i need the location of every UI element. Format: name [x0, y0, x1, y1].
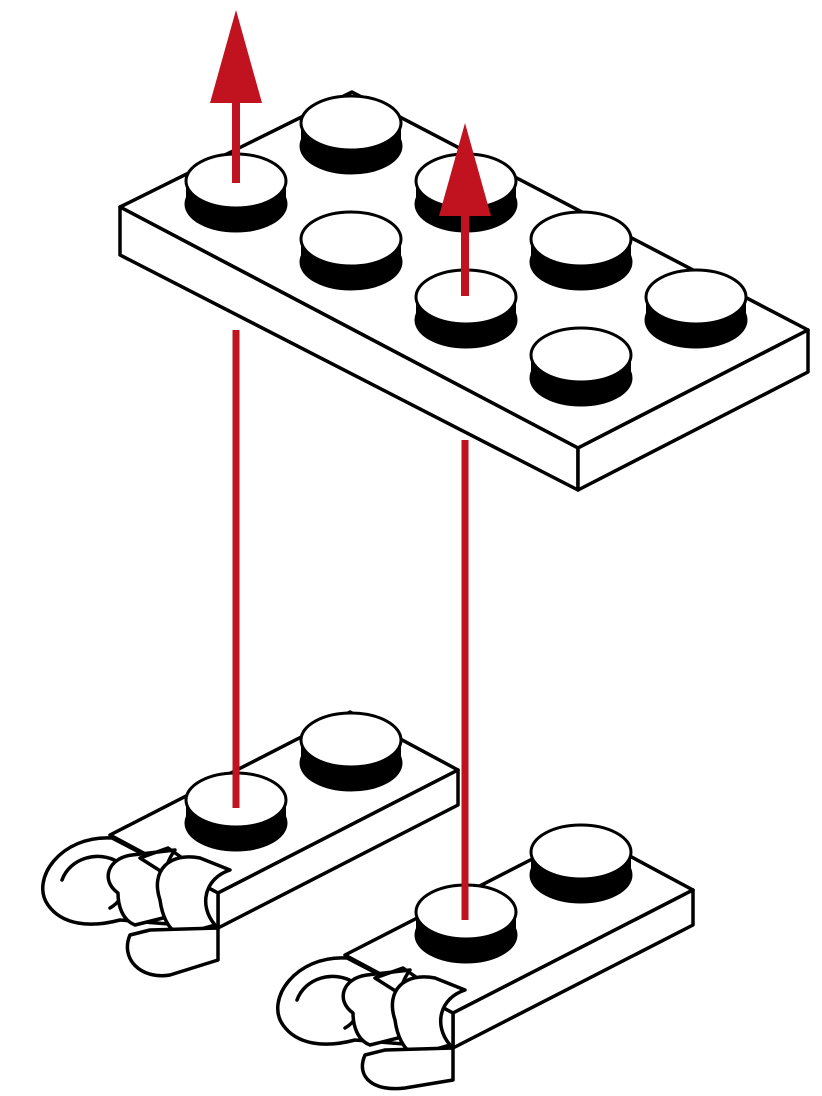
stud: [299, 94, 403, 175]
arrow-up-icon: [210, 10, 262, 183]
arrow-up-icon: [439, 123, 491, 296]
plate-side-face: [576, 328, 810, 492]
plate-1x2-handle-left: [41, 710, 460, 978]
stud: [414, 268, 518, 349]
stud: [299, 210, 403, 291]
stud: [184, 771, 288, 852]
stud: [644, 268, 748, 349]
stud: [299, 711, 403, 792]
stud: [529, 823, 633, 904]
plate-1x2-handle-right: [276, 823, 695, 1091]
handle-knuckle-2: [390, 975, 467, 1057]
stud: [529, 326, 633, 407]
handle-knuckle-2: [155, 855, 232, 937]
stud: [529, 210, 633, 291]
